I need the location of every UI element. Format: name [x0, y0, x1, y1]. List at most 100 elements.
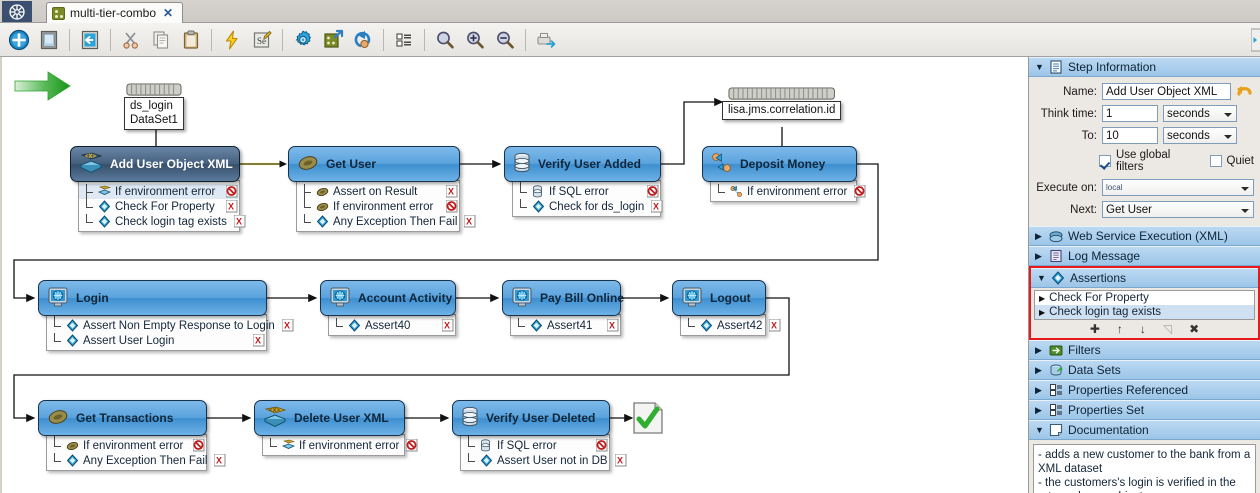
assertion-row[interactable]: If environment error	[79, 183, 239, 199]
toolbar-overflow-icon[interactable]	[1250, 23, 1260, 57]
assertion-row[interactable]: Check For Property X	[79, 191, 239, 214]
assertion-row[interactable]: Check for ds_login X	[513, 198, 663, 214]
node-header[interactable]: Logout	[672, 280, 766, 316]
section-header-data-sets[interactable]: ▶ Data Sets	[1029, 360, 1260, 380]
printer-arrow-icon[interactable]	[531, 25, 561, 55]
flow-node-verify-user-deleted[interactable]: Verify User Deleted If SQL error Assert …	[452, 400, 627, 471]
quiet-checkbox[interactable]	[1209, 155, 1222, 167]
section-header-step-information[interactable]: ▼ Step Information	[1029, 57, 1260, 77]
jms-correlation-node[interactable]: lisa.jms.correlation.id	[722, 87, 842, 120]
assertion-row[interactable]: Assert42 X	[681, 317, 781, 333]
node-header[interactable]: <X> Add User Object XML	[70, 146, 240, 182]
node-header[interactable]: <X> Delete User XML	[254, 400, 405, 436]
section-header-log-message[interactable]: ▶ Log Message	[1029, 246, 1260, 266]
to-input[interactable]: 10	[1102, 127, 1158, 144]
magnifier-plus-icon[interactable]	[460, 25, 490, 55]
flow-node-verify-user-added[interactable]: Verify User Added If SQL error Check for…	[504, 146, 663, 217]
node-header[interactable]: Get User	[288, 146, 460, 182]
assertion-row[interactable]: Assert on Result X	[297, 183, 459, 199]
assertion-row[interactable]: If environment error	[263, 437, 418, 453]
execute-on-select[interactable]: local	[1102, 179, 1254, 196]
back-arrow-icon[interactable]	[75, 25, 105, 55]
flow-node-login[interactable]: Login Assert Non Empty Response to Login…	[38, 280, 294, 351]
assertion-row[interactable]: Any Exception Then Fail X	[47, 452, 226, 468]
close-icon[interactable]: ✕	[163, 6, 174, 20]
section-header-documentation[interactable]: ▼ Documentation	[1029, 420, 1260, 440]
section-header-filters[interactable]: ▶ Filters	[1029, 340, 1260, 360]
use-global-filters-checkbox[interactable]	[1099, 155, 1111, 167]
triangle-right-icon[interactable]: ▶	[1039, 293, 1046, 303]
ds_login-dataset-node[interactable]: ds_login DataSet1	[124, 83, 184, 130]
assertions-list[interactable]: ▶ Check For Property ▶ Check login tag e…	[1034, 290, 1255, 320]
next-step-select[interactable]: Get User	[1102, 201, 1254, 218]
flow-node-pay-bill-online[interactable]: Pay Bill Online Assert41 X	[502, 280, 624, 336]
section-title: Filters	[1068, 343, 1101, 357]
assertion-list-item[interactable]: ▶ Check For Property	[1035, 291, 1254, 305]
flow-node-deposit-money[interactable]: Deposit Money If environment error	[702, 146, 866, 202]
assertion-row[interactable]: If environment error	[711, 183, 866, 199]
flow-canvas[interactable]: ds_login DataSet1 lisa.jms.correlation.i…	[0, 57, 1028, 493]
undo-arrow-icon[interactable]	[1236, 83, 1254, 100]
main-toolbar: Se	[0, 23, 1260, 57]
assertion-row[interactable]: Assert41 X	[511, 317, 620, 333]
node-header[interactable]: Account Activity	[320, 280, 456, 316]
step-name-input[interactable]: Add User Object XML	[1102, 83, 1231, 100]
step-properties-panel[interactable]: ▼ Step Information Name: Add User Object…	[1028, 57, 1260, 493]
gear-icon[interactable]	[288, 25, 318, 55]
documentation-textarea[interactable]: - adds a new customer to the bank from a…	[1033, 444, 1256, 493]
assertion-row[interactable]: Assert40 X	[329, 317, 455, 333]
node-header[interactable]: Pay Bill Online	[502, 280, 624, 316]
assertion-row[interactable]: Assert Non Empty Response to Login X	[47, 310, 294, 333]
export-arrow-icon[interactable]	[318, 25, 348, 55]
assertion-row[interactable]: If SQL error	[461, 430, 609, 453]
assertion-list-item[interactable]: ▶ Check login tag exists	[1035, 305, 1254, 319]
editor-tab-multi-tier-combo[interactable]: multi-tier-combo ✕	[46, 2, 184, 23]
delete-assertion-button[interactable]: ✖	[1189, 322, 1200, 336]
node-header[interactable]: Deposit Money	[702, 146, 857, 182]
flow-node-account-activity[interactable]: Account Activity Assert40 X	[320, 280, 456, 336]
magnifier-minus-icon[interactable]	[490, 25, 520, 55]
assertion-row[interactable]: Check login tag exists X	[79, 213, 246, 229]
section-header-properties-referenced[interactable]: ▶ Properties Referenced	[1029, 380, 1260, 400]
section-header-properties-set[interactable]: ▶ Properties Set	[1029, 400, 1260, 420]
list-outline-icon[interactable]	[389, 25, 419, 55]
triangle-right-icon[interactable]: ▶	[1039, 307, 1046, 317]
move-up-button[interactable]: ↑	[1116, 322, 1123, 336]
to-unit-select[interactable]: seconds	[1163, 127, 1237, 144]
node-header[interactable]: Verify User Added	[504, 146, 661, 182]
add-assertion-button[interactable]: ✚	[1089, 322, 1100, 336]
move-down-button[interactable]: ↓	[1139, 322, 1146, 336]
assertion-row[interactable]: If environment error	[297, 191, 459, 214]
node-header[interactable]: Verify User Deleted	[452, 400, 610, 436]
flow-node-logout[interactable]: Logout Assert42 X	[672, 280, 781, 336]
lightning-icon[interactable]	[217, 25, 247, 55]
xml-object-small-icon	[97, 185, 112, 198]
selenium-icon[interactable]: Se	[247, 25, 277, 55]
assertion-row[interactable]: Assert User Login X	[47, 332, 266, 348]
scissors-icon[interactable]	[116, 25, 146, 55]
copy-icon[interactable]	[146, 25, 176, 55]
triangle-right-icon: ▶	[1035, 364, 1042, 375]
node-title: Get Transactions	[76, 411, 174, 425]
assertion-row[interactable]: Assert User not in DB X	[461, 452, 627, 468]
flow-node-get-user[interactable]: Get User Assert on Result X If environme…	[288, 146, 476, 232]
node-header[interactable]: Get Transactions	[38, 400, 207, 436]
flow-node-add-user-object-xml[interactable]: <X> Add User Object XML If environment e…	[70, 146, 246, 232]
delete-panel-icon[interactable]	[34, 25, 64, 55]
section-title: Properties Referenced	[1068, 383, 1189, 397]
node-header[interactable]: Login	[38, 280, 267, 316]
plus-circle-icon[interactable]	[4, 25, 34, 55]
magnifier-icon[interactable]	[430, 25, 460, 55]
flow-node-delete-user-xml[interactable]: <X> Delete User XML If environment error	[254, 400, 418, 456]
section-header-assertions[interactable]: ▼ Assertions	[1031, 268, 1258, 288]
assertion-row[interactable]: If SQL error	[513, 176, 660, 199]
assertion-row[interactable]: Any Exception Then Fail X	[297, 213, 476, 229]
undo-circle-icon[interactable]	[348, 25, 378, 55]
think-time-unit-select[interactable]: seconds	[1163, 105, 1237, 122]
clipboard-icon[interactable]	[176, 25, 206, 55]
flow-node-get-transactions[interactable]: Get Transactions If environment error An…	[38, 400, 226, 471]
section-header-web-service-execution[interactable]: ▶ Web Service Execution (XML)	[1029, 226, 1260, 246]
assertion-row[interactable]: If environment error	[47, 430, 206, 453]
think-time-input[interactable]: 1	[1102, 105, 1158, 122]
svg-text:X: X	[617, 455, 623, 465]
